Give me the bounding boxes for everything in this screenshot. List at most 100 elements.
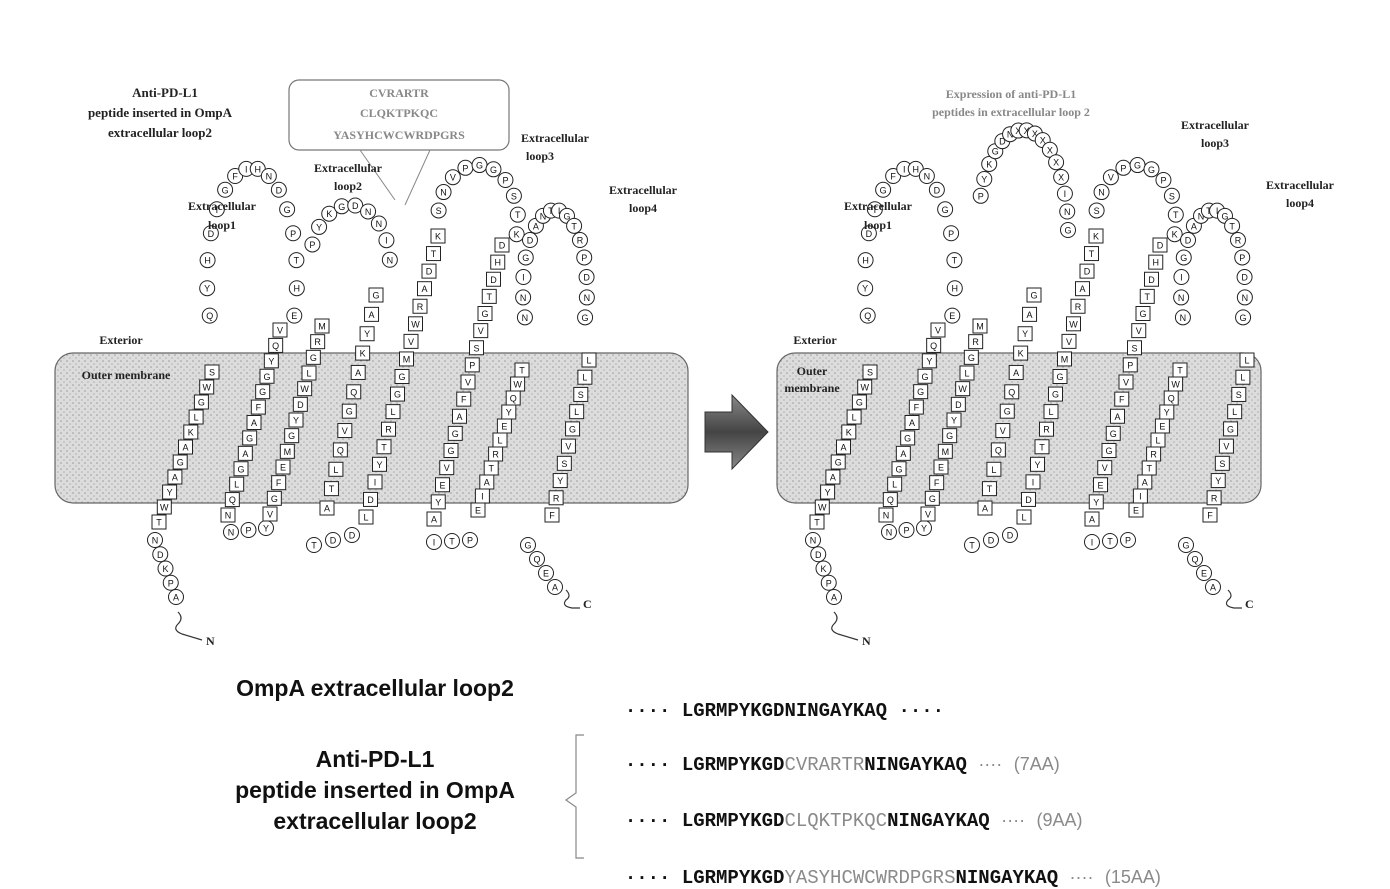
residue-letter: Y — [204, 284, 210, 294]
residue-letter: K — [1018, 349, 1024, 359]
residue-letter: Y — [825, 488, 831, 498]
residue-letter: N — [365, 207, 372, 217]
svg-text:loop1: loop1 — [864, 218, 892, 232]
residue-letter: D — [349, 531, 356, 541]
residue-letter: I — [481, 492, 484, 502]
residue-letter: E — [439, 480, 445, 490]
residue-letter: G — [895, 464, 902, 474]
residue-letter: G — [1110, 429, 1117, 439]
residue-letter: T — [952, 256, 958, 266]
residue-letter: G — [1056, 372, 1063, 382]
residue-letter: M — [1061, 354, 1069, 364]
residue-letter: A — [484, 478, 490, 488]
residue-letter: P — [502, 175, 508, 185]
residue-letter: R — [417, 302, 424, 312]
residue-letter: K — [326, 209, 332, 219]
svg-text:CVRARTR: CVRARTR — [369, 86, 429, 100]
residue-letter: D — [815, 550, 822, 560]
residue-letter: P — [462, 163, 468, 173]
left-exterior-label: Exterior — [99, 333, 143, 347]
right-loop3-label: Extracellular loop3 — [1181, 118, 1250, 150]
residue-letter: F — [276, 478, 282, 488]
residue-letter: Q — [229, 495, 236, 505]
transition-arrow — [705, 395, 768, 469]
residue-letter: Y — [921, 524, 927, 534]
residue-letter: N — [152, 536, 159, 546]
residue-letter: T — [311, 541, 317, 551]
residue-letter: K — [986, 159, 992, 169]
residue-letter: A — [172, 473, 178, 483]
residue-letter: G — [1139, 309, 1146, 319]
residue-letter: N — [522, 313, 529, 323]
residue-letter: D — [1157, 241, 1164, 251]
right-expression-label: Expression of anti-PD-L1 peptides in ext… — [932, 87, 1090, 119]
residue-letter: D — [490, 275, 497, 285]
residue-letter: Q — [995, 445, 1002, 455]
residue-letter: V — [1123, 378, 1129, 388]
ompa-loop2-sequence: ···· LGRMPYKGDNINGAYKAQ ···· — [602, 678, 944, 722]
residue-letter: Q — [1191, 555, 1198, 565]
residue-letter: E — [291, 311, 297, 321]
residue-letter: Y — [364, 329, 370, 339]
residue-letter: L — [574, 407, 579, 417]
residue-letter: V — [408, 337, 414, 347]
residue-letter: E — [949, 311, 955, 321]
residue-letter: V — [925, 510, 931, 520]
residue-letter: S — [561, 459, 567, 469]
residue-letter: Q — [864, 311, 871, 321]
residue-letter: N — [1242, 293, 1249, 303]
residue-letter: P — [1239, 253, 1245, 263]
residue-letter: L — [363, 513, 368, 523]
residue-letter: Y — [263, 524, 269, 534]
residue-letter: P — [948, 229, 954, 239]
residue-letter: H — [912, 164, 919, 174]
residue-letter: A — [900, 449, 906, 459]
svg-text:Expression of anti-PD-L1: Expression of anti-PD-L1 — [946, 87, 1076, 101]
residue-letter: A — [831, 593, 837, 603]
residue-letter: D — [1007, 531, 1014, 541]
residue-letter: V — [277, 326, 283, 336]
residue-letter: V — [1000, 426, 1006, 436]
residue-letter: I — [1139, 492, 1142, 502]
residue-letter: S — [867, 368, 873, 378]
residue-letter: L — [194, 413, 199, 423]
residue-letter: T — [515, 210, 521, 220]
residue-letter: A — [1142, 478, 1148, 488]
residue-letter: T — [1173, 210, 1179, 220]
residue-letter: P — [1160, 175, 1166, 185]
residue-letter: H — [495, 258, 502, 268]
residue-letter: R — [577, 236, 584, 246]
residue-letter: R — [1075, 302, 1082, 312]
residue-letter: R — [492, 450, 499, 460]
residue-letter: G — [1182, 541, 1189, 551]
residue-letter: V — [1136, 326, 1142, 336]
residue-letter: S — [473, 343, 479, 353]
residue-letter: M — [403, 354, 411, 364]
residue-letter: F — [890, 172, 896, 182]
svg-text:peptides in extracellular loop: peptides in extracellular loop 2 — [932, 105, 1090, 119]
residue-letter: Y — [376, 460, 382, 470]
residue-letter: D — [276, 185, 283, 195]
residue-letter: L — [852, 413, 857, 423]
residue-letter: E — [1201, 569, 1207, 579]
residue-letter: T — [1229, 221, 1235, 231]
residue-letter: N — [440, 188, 447, 198]
residue-letter: L — [586, 356, 591, 366]
residue-letter: R — [1235, 236, 1242, 246]
svg-text:loop2: loop2 — [334, 179, 362, 193]
residue-letter: I — [433, 538, 436, 548]
variant-9aa-sequence: ···· LGRMPYKGDCLQKTPKQCNINGAYKAQ ···· (9… — [602, 788, 1083, 832]
left-loop2-label: Extracellular loop2 — [314, 161, 383, 193]
residue-letter: G — [372, 291, 379, 301]
residue-letter: G — [284, 205, 291, 215]
svg-text:Anti-PD-L1: Anti-PD-L1 — [132, 85, 198, 100]
svg-text:Extracellular: Extracellular — [1181, 118, 1250, 132]
residue-letter: S — [578, 390, 584, 400]
residue-letter: Q — [337, 445, 344, 455]
residue-letter: G — [582, 313, 589, 323]
residue-letter: Y — [167, 488, 173, 498]
residue-letter: Y — [926, 356, 932, 366]
residue-letter: E — [501, 422, 507, 432]
svg-text:loop3: loop3 — [526, 149, 554, 163]
residue-letter: W — [818, 503, 827, 513]
